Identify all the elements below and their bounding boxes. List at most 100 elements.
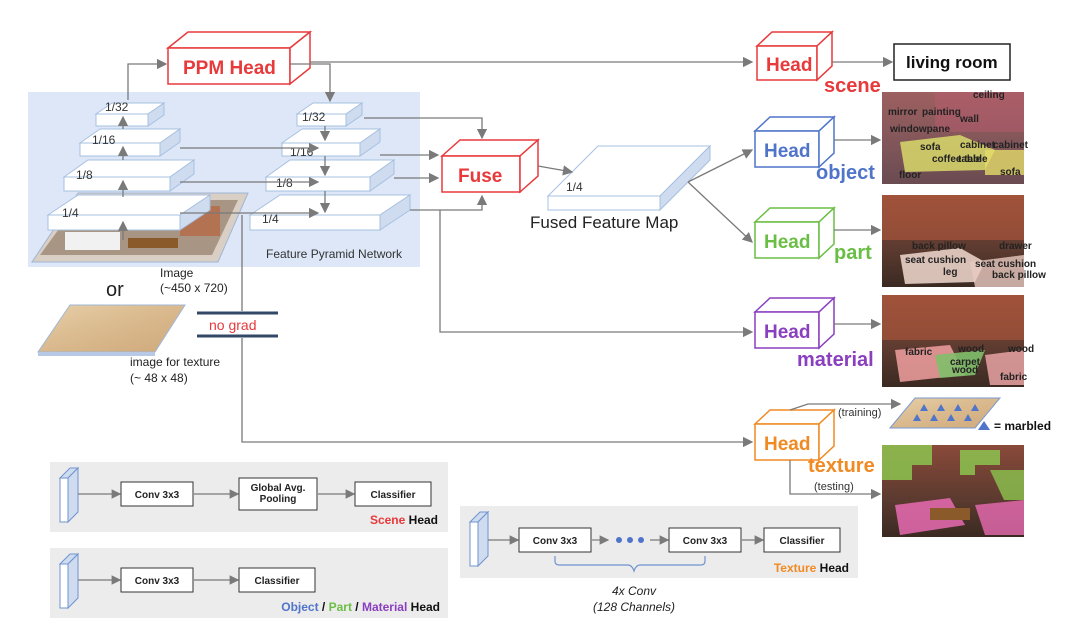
or-label: or — [106, 279, 124, 301]
texture-path-arrows — [241, 215, 754, 448]
legend-texture-conv-block-2 — [668, 527, 742, 553]
no-grad-label: no grad — [209, 317, 256, 333]
scene-output-box — [893, 43, 1011, 81]
legend-scene-gap-block — [238, 477, 318, 511]
legend-texture-conv-label-2: Conv 3x3 — [683, 536, 728, 547]
part-label-3: leg — [943, 267, 957, 278]
fpn-scale-1-8: 1/8 — [276, 176, 293, 190]
scene-head-box — [755, 30, 834, 82]
scene-task-label: scene — [824, 75, 881, 97]
lateral-arrows — [180, 117, 488, 219]
obj-label-0: mirror — [888, 107, 918, 118]
legend-scene-conv-block — [120, 481, 194, 507]
mat-label-2: wood — [1007, 344, 1034, 355]
part-head-box — [753, 206, 836, 260]
object-head-label: Head — [764, 141, 810, 162]
legend-texture-conv-label-1: Conv 3x3 — [533, 536, 578, 547]
material-head-box — [753, 296, 836, 350]
fuse-label: Fuse — [458, 166, 502, 187]
legend-opm-input — [58, 552, 80, 610]
legend-texture-brace-line2: (128 Channels) — [593, 600, 675, 614]
image-label: Image — [160, 266, 194, 280]
legend-opm-conv-block — [120, 567, 194, 593]
fused-map-scale: 1/4 — [566, 180, 583, 194]
backbone-scale-1-16: 1/16 — [92, 133, 116, 147]
texture-input-image — [37, 304, 186, 356]
legend-scene-title: Scene Head — [370, 513, 438, 527]
texture-testing-label: (testing) — [814, 481, 854, 493]
part-label-2: seat cushion — [905, 255, 966, 266]
legend-texture-classifier-block — [763, 527, 841, 553]
legend-opm-classifier-block — [238, 567, 316, 593]
obj-label-5: cabinet — [960, 140, 996, 151]
fused-feature-map — [546, 144, 712, 212]
backbone-scale-1-32: 1/32 — [105, 100, 129, 114]
fpn-scale-1-32: 1/32 — [302, 110, 326, 124]
mat-label-4: fabric — [1000, 372, 1028, 383]
mat-label-3: carpet — [950, 357, 981, 368]
head-output-arrows — [789, 56, 902, 500]
obj-label-4: windowpane — [889, 124, 950, 135]
legend-opm-conv-label: Conv 3x3 — [135, 576, 180, 587]
texture-training-label: (training) — [838, 407, 881, 419]
ppm-head-label: PPM Head — [183, 58, 276, 79]
legend-opm-title: Object / Part / Material Head — [281, 600, 440, 614]
texture-image-size-label: (~ 48 x 48) — [130, 371, 188, 385]
scene-output-label: living room — [906, 53, 998, 72]
obj-label-10: floor — [899, 170, 921, 181]
mat-label-5: wood — [951, 365, 978, 376]
part-label-4: back pillow — [992, 270, 1046, 281]
fpn-slab-1-16 — [280, 128, 382, 157]
object-task-label: object — [816, 162, 875, 184]
obj-label-1: painting — [922, 107, 961, 118]
legend-texture-conv-block-1 — [518, 527, 592, 553]
marbled-legend-label: = marbled — [994, 419, 1051, 433]
fpn-label: Feature Pyramid Network — [266, 247, 403, 261]
obj-label-9: table — [958, 154, 982, 165]
texture-test-image — [882, 445, 1024, 537]
backbone-scale-1-8: 1/8 — [76, 168, 93, 182]
scene-head-label: Head — [766, 55, 812, 76]
backbone-slab-1-8 — [62, 159, 196, 192]
fused-map-label: Fused Feature Map — [530, 213, 678, 232]
object-head-box — [753, 115, 836, 169]
obj-label-3: wall — [959, 114, 979, 125]
fuse-box — [440, 138, 540, 194]
part-label-5: seat cushion — [975, 259, 1036, 270]
legend-scene-classifier-block — [354, 481, 432, 507]
image-size-label: (~450 x 720) — [160, 281, 228, 295]
legend-texture-input — [468, 510, 490, 568]
ppm-head-box — [165, 30, 313, 86]
object-seg-image: mirror painting ceiling wall windowpane … — [882, 90, 1029, 184]
legend-scene-classifier-label: Classifier — [370, 490, 415, 501]
obj-label-11: sofa — [1000, 167, 1021, 178]
material-head-label: Head — [764, 322, 810, 343]
texture-head-label: Head — [764, 434, 810, 455]
fpn-slab-1-32 — [295, 102, 364, 127]
legend-texture-title: Texture Head — [774, 561, 849, 575]
ppm-arrows — [127, 56, 754, 103]
part-seg-image: back pillow drawer seat cushion leg back… — [882, 195, 1046, 287]
texture-training-patch — [888, 397, 1002, 429]
material-task-label: material — [797, 349, 874, 371]
mat-label-0: fabric — [905, 347, 933, 358]
obj-label-7: sofa — [920, 142, 941, 153]
part-head-label: Head — [764, 232, 810, 253]
fpn-scale-1-16: 1/16 — [290, 145, 314, 159]
texture-image-label: image for texture — [130, 355, 220, 369]
legend-texture-classifier-label: Classifier — [779, 536, 824, 547]
fuse-arrows — [439, 149, 754, 338]
texture-head-box — [753, 408, 836, 462]
obj-label-6: cabinet — [993, 140, 1029, 151]
legend-texture-ellipsis — [616, 537, 644, 543]
legend-opm-classifier-label: Classifier — [254, 576, 299, 587]
legend-scene-gap-label: Global Avg. Pooling — [250, 483, 306, 505]
legend-scene-conv-label: Conv 3x3 — [135, 490, 180, 501]
part-label-0: back pillow — [912, 241, 966, 252]
mat-label-1: wood — [957, 344, 984, 355]
legend-texture-brace-line1: 4x Conv — [612, 584, 657, 598]
part-label-1: drawer — [999, 241, 1032, 252]
obj-label-2: ceiling — [973, 90, 1005, 101]
obj-label-8: coffee table — [932, 154, 988, 165]
